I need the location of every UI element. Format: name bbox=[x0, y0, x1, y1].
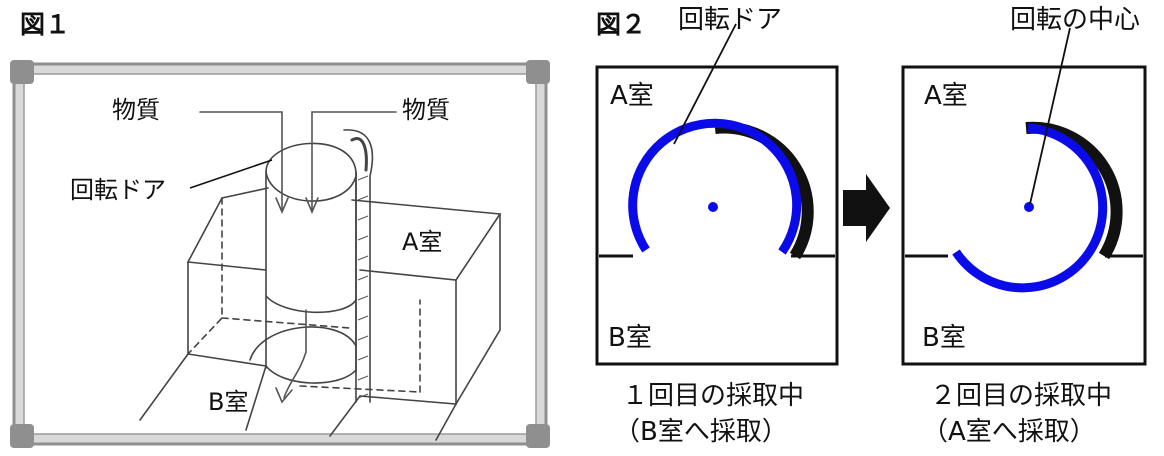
rotation-center-dot-panel1 bbox=[708, 202, 718, 212]
door-edge-hatching bbox=[357, 175, 369, 399]
room-b-label-fig1: B室 bbox=[208, 388, 248, 416]
frame-corner-bl bbox=[10, 424, 34, 448]
room-b-label-panel2: B室 bbox=[922, 323, 966, 353]
room-a-label-panel1: A室 bbox=[610, 81, 654, 111]
substance-flow-arrows bbox=[199, 111, 397, 404]
door-leader-line-fig2 bbox=[673, 23, 737, 145]
figure2-title: 図２ bbox=[596, 10, 646, 39]
transition-arrow-icon bbox=[843, 174, 890, 242]
panel1-diagram: A室 B室 bbox=[595, 23, 839, 366]
frame-corner-tl bbox=[10, 60, 34, 84]
center-leader-line bbox=[1029, 27, 1071, 205]
panel2-diagram: A室 B室 bbox=[901, 27, 1147, 366]
caption-panel1-line2: （B室へ採取） bbox=[614, 417, 788, 447]
door-leader-line bbox=[189, 159, 273, 189]
frame-corner-br bbox=[526, 424, 550, 448]
rotation-center-dot-panel2 bbox=[1024, 202, 1034, 212]
rotating-door-sketch bbox=[139, 129, 502, 441]
center-of-rotation-label: 回転の中心 bbox=[1010, 5, 1140, 35]
figure1-title: 図１ bbox=[20, 10, 70, 39]
caption-panel1-line1: １回目の採取中 bbox=[622, 381, 804, 411]
caption-panel2-line1: ２回目の採取中 bbox=[930, 381, 1112, 411]
room-a-label-fig1: A室 bbox=[402, 228, 442, 256]
room-a-label-panel2: A室 bbox=[924, 81, 968, 111]
caption-panel2-line2: （A室へ採取） bbox=[922, 417, 1096, 447]
substance-label-right: 物質 bbox=[402, 96, 450, 124]
rotating-door-label-fig2: 回転ドア bbox=[678, 5, 782, 35]
substance-label-left: 物質 bbox=[112, 96, 160, 124]
frame-corner-tr bbox=[526, 60, 550, 84]
door-arc-panel2 bbox=[952, 123, 1108, 293]
door-arc-panel1 bbox=[628, 118, 802, 255]
rotating-door-label-fig1: 回転ドア bbox=[70, 176, 166, 204]
room-b-label-panel1: B室 bbox=[608, 323, 652, 353]
whiteboard-frame bbox=[10, 60, 550, 448]
